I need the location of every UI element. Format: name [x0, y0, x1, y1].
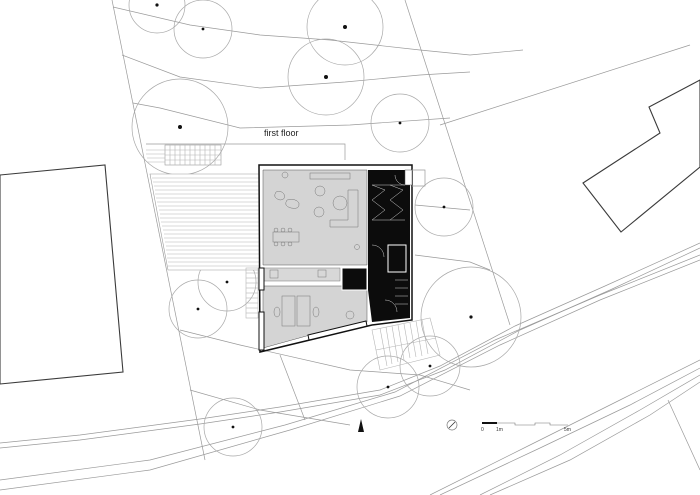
- scale-label-5m: 5m: [564, 427, 571, 433]
- scale-label-1m: 1m: [496, 427, 503, 433]
- stair-core: [368, 170, 410, 322]
- furniture: [269, 171, 360, 327]
- plot-boundaries: [111, 0, 691, 461]
- road-lines: [0, 242, 700, 495]
- wc: [341, 267, 368, 291]
- north-arrow-icon: [446, 419, 458, 431]
- neighbour-building-right: [582, 79, 700, 233]
- house-first-floor: [258, 164, 426, 353]
- scale-label-0: 0: [481, 427, 484, 433]
- drawing-title: first floor: [264, 128, 299, 138]
- entrance-marker-icon: [358, 419, 364, 432]
- neighbour-building-left: [0, 164, 124, 385]
- living-room: [262, 169, 368, 266]
- entrance-stair: [371, 317, 441, 371]
- scale-bar: [482, 422, 568, 426]
- trees: [128, 0, 522, 457]
